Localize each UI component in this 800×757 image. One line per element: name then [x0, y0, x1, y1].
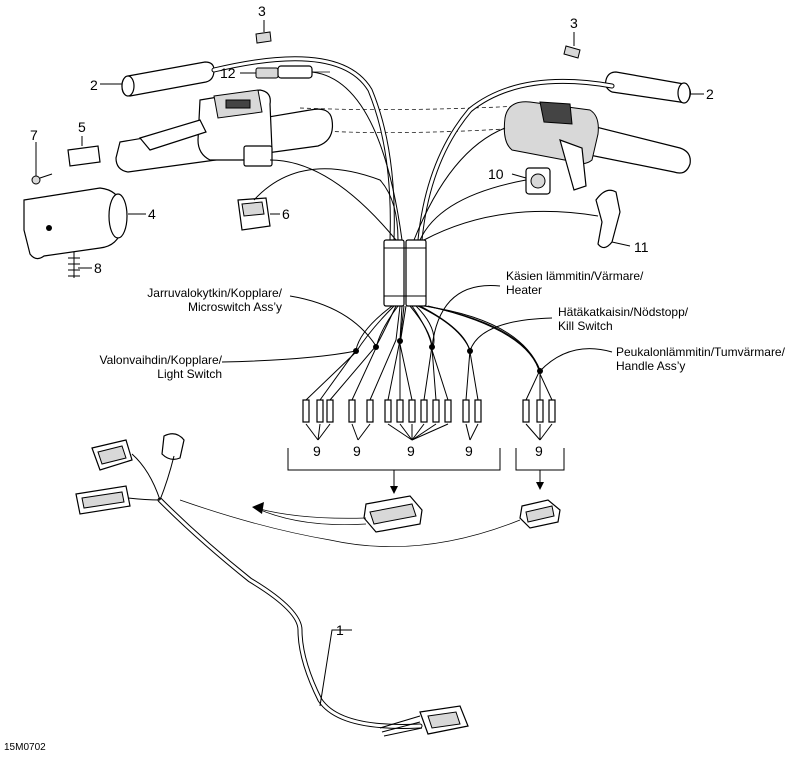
- terminals: [302, 399, 556, 423]
- component-labels: Jarruvalokytkin/Kopplare/ Microswitch As…: [99, 269, 785, 381]
- left-switch-housing: [138, 89, 273, 167]
- kill-switch-label-line2: Kill Switch: [558, 319, 613, 333]
- callout-10: 10: [488, 166, 504, 182]
- callout-2-right: 2: [706, 86, 714, 102]
- small-connector-housing: [519, 499, 561, 529]
- callout-8: 8: [94, 260, 102, 276]
- callout-1: 1: [336, 622, 344, 638]
- light-switch-label-line2: Light Switch: [157, 367, 222, 381]
- main-harness: [75, 433, 469, 737]
- central-bundle: [383, 239, 427, 307]
- callout-9-a: 9: [313, 443, 321, 459]
- callout-7: 7: [30, 127, 38, 143]
- callout-9-c: 9: [407, 443, 415, 459]
- handle-heater-label-line2: Handle Ass’y: [616, 359, 685, 373]
- heater-label-line2: Heater: [506, 283, 542, 297]
- bracket-part: [595, 189, 621, 249]
- kill-switch-label-line1: Hätäkatkaisin/Nödstopp/: [558, 305, 689, 319]
- upper-wires: [211, 56, 615, 243]
- fanout-wires: [305, 305, 553, 401]
- callout-9-e: 9: [535, 443, 543, 459]
- left-housing-part: [23, 145, 128, 278]
- brake-switch-label-line1: Jarruvalokytkin/Kopplare/: [147, 286, 282, 300]
- kill-switch-part: [525, 167, 551, 195]
- light-switch-label-line1: Valonvaihdin/Kopplare/: [99, 353, 222, 367]
- brake-switch-label-line2: Microswitch Ass’y: [188, 300, 282, 314]
- callout-numbers: 1 2 2 3 3 4 5 6 7 8 9 9 9 9 9 10 11 12: [30, 3, 714, 638]
- handle-heater-label-line1: Peukalonlämmitin/Tumvärmare/: [616, 345, 786, 359]
- callout-2-left: 2: [90, 77, 98, 93]
- figure-code: 15M0702: [4, 742, 46, 753]
- routing-arrows: [179, 499, 521, 548]
- callout-9-d: 9: [465, 443, 473, 459]
- terminal-callout-arrows: [305, 423, 553, 441]
- callout-9-b: 9: [353, 443, 361, 459]
- group-brackets: [287, 448, 565, 494]
- leader-lines: [35, 20, 704, 707]
- left-grip: [121, 61, 215, 97]
- callout-3-right: 3: [570, 15, 578, 31]
- connector-part: [237, 197, 271, 231]
- right-grip-cap: [563, 45, 581, 59]
- callout-11: 11: [634, 239, 649, 255]
- callout-3-left: 3: [258, 3, 266, 19]
- right-grip: [605, 71, 691, 104]
- callout-6: 6: [282, 206, 290, 222]
- sensor-part: [255, 65, 330, 79]
- callout-5: 5: [78, 119, 86, 135]
- left-grip-cap: [255, 31, 272, 44]
- main-connector-housing: [363, 495, 423, 533]
- callout-4: 4: [148, 206, 156, 222]
- heater-label-line1: Käsien lämmitin/Värmare/: [506, 269, 644, 283]
- callout-12: 12: [220, 65, 236, 81]
- right-switch-housing: [503, 101, 599, 191]
